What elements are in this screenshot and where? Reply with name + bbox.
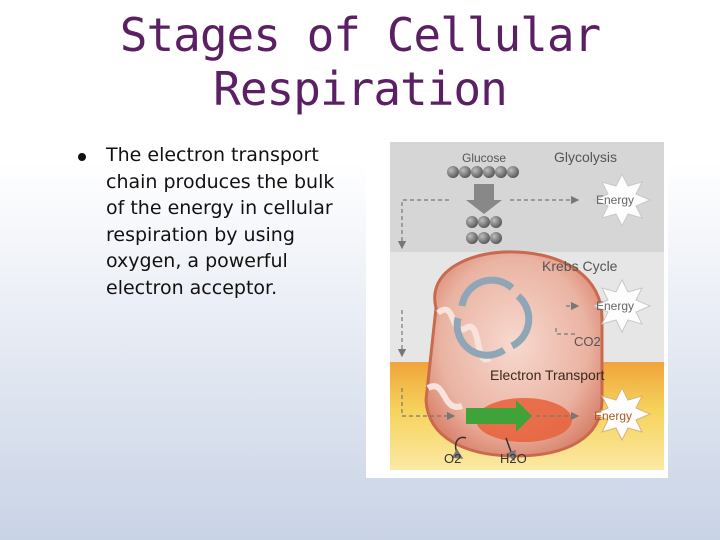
o2-arrow-icon [451, 436, 467, 459]
bullet-dot-icon [78, 153, 86, 161]
slide-title: Stages of Cellular Respiration [60, 8, 660, 116]
electron-transport-label: Electron Transport [490, 367, 604, 383]
o2-label: O2 [444, 451, 461, 466]
respiration-diagram-svg: Glucose Glycolysis Energy Krebs Cycle En… [390, 142, 664, 470]
krebs-label: Krebs Cycle [542, 258, 618, 274]
split-arrow-icon [466, 184, 502, 214]
h2o-label: H2O [500, 451, 527, 466]
glucose-label: Glucose [462, 151, 506, 165]
h2o-arrow-icon [505, 437, 516, 462]
flow-lines [397, 195, 580, 421]
krebs-cycle-icon [453, 276, 533, 359]
title-line-1: Stages of Cellular [119, 8, 602, 62]
electron-flow-arrow-icon [466, 400, 532, 432]
co2-label: CO2 [574, 334, 601, 349]
energy-burst-1-icon [592, 172, 652, 228]
energy-label-1: Energy [596, 193, 634, 207]
title-line-2: Respiration [213, 62, 508, 116]
glucose-molecule-icon [447, 166, 519, 178]
bullet-list: The electron transport chain produces th… [78, 142, 350, 301]
respiration-diagram: Glucose Glycolysis Energy Krebs Cycle En… [366, 138, 668, 478]
bullet-text: The electron transport chain produces th… [106, 144, 335, 299]
energy-burst-3-icon [592, 386, 652, 442]
glycolysis-label: Glycolysis [554, 149, 617, 165]
energy-label-2: Energy [596, 299, 634, 313]
energy-burst-2-icon [592, 278, 652, 334]
energy-label-3: Energy [594, 409, 632, 423]
pyruvate-molecules-icon [466, 216, 502, 244]
